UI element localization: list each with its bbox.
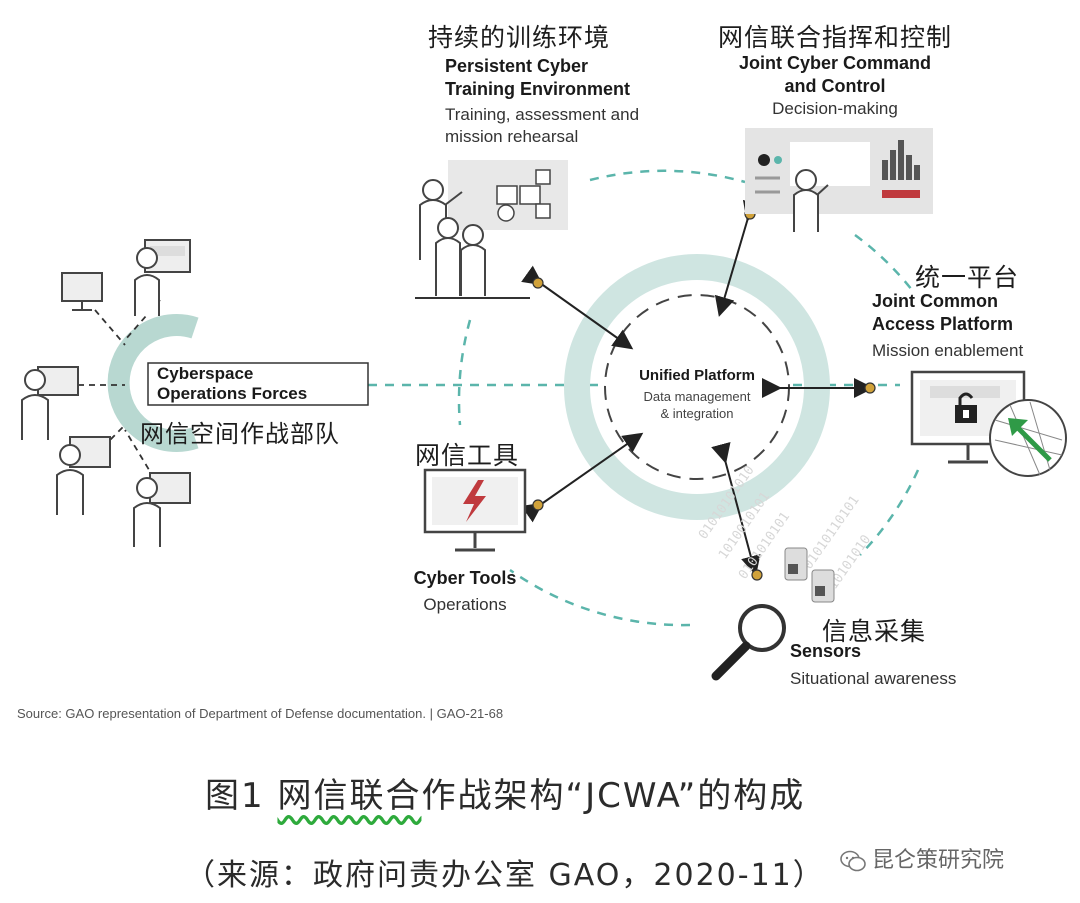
training-title: Persistent Cyber Training Environment bbox=[445, 56, 631, 99]
forces-cn-label: 网信空间作战部队 bbox=[140, 420, 340, 448]
figure-subcaption: （来源：政府问责办公室 GAO，2020-11） bbox=[185, 858, 825, 893]
sensors-title: Sensors bbox=[790, 641, 862, 661]
tools-title: Cyber Tools bbox=[413, 568, 517, 588]
training-cn-label: 持续的训练环境 bbox=[428, 23, 611, 52]
sensors-cn-label: 信息采集 bbox=[822, 617, 927, 646]
arrow-sensors bbox=[711, 441, 761, 576]
watermark-text: 昆仑策研究院 bbox=[872, 848, 1005, 873]
arrow-training bbox=[521, 265, 634, 350]
jcap-illustration bbox=[910, 370, 1067, 477]
command-illustration bbox=[745, 128, 933, 232]
watermark: 昆仑策研究院 bbox=[840, 842, 1004, 874]
dot-jcap bbox=[864, 382, 876, 394]
forces-people bbox=[21, 239, 191, 547]
outer-dashed-circle bbox=[457, 169, 920, 627]
tools-desc: Operations bbox=[423, 595, 507, 614]
arrow-command bbox=[714, 199, 763, 317]
training-desc: Training, assessment and mission rehears… bbox=[445, 105, 640, 146]
command-title: Joint Cyber Command and Control bbox=[738, 53, 932, 96]
sensors-desc: Situational awareness bbox=[790, 669, 957, 688]
command-cn-label: 网信联合指挥和控制 bbox=[717, 23, 952, 52]
figure-number: 图1 bbox=[205, 776, 265, 816]
forces-title: Cyberspace Operations Forces bbox=[157, 364, 308, 403]
wechat-icon bbox=[840, 850, 866, 872]
center-desc: Data management & integration bbox=[643, 389, 751, 421]
unified-platform-inner-circle bbox=[604, 294, 790, 480]
arrow-tools bbox=[521, 432, 644, 523]
command-desc: Decision-making bbox=[772, 99, 898, 118]
tools-illustration bbox=[423, 468, 527, 552]
caption-text: 作战架构“JCWA”的构成 bbox=[421, 776, 806, 816]
training-illustration bbox=[415, 160, 568, 299]
dot-sensors bbox=[751, 569, 763, 581]
figure-caption: 图1 网信联合作战架构“JCWA”的构成 bbox=[205, 768, 805, 817]
dot-training bbox=[532, 277, 544, 289]
center-title: Unified Platform bbox=[639, 367, 755, 384]
caption-underlined-text: 网信联合 bbox=[277, 776, 422, 816]
arrows bbox=[521, 199, 874, 576]
source-note: Source: GAO representation of Department… bbox=[17, 706, 504, 721]
forces-arc bbox=[107, 314, 199, 452]
jcap-desc: Mission enablement bbox=[872, 341, 1024, 360]
forces-label-box bbox=[147, 362, 369, 406]
dot-tools bbox=[532, 499, 544, 511]
jcap-title: Joint Common Access Platform bbox=[872, 291, 1014, 334]
jcap-cn-label: 统一平台 bbox=[915, 263, 1020, 292]
tools-cn-label: 网信工具 bbox=[415, 441, 520, 470]
